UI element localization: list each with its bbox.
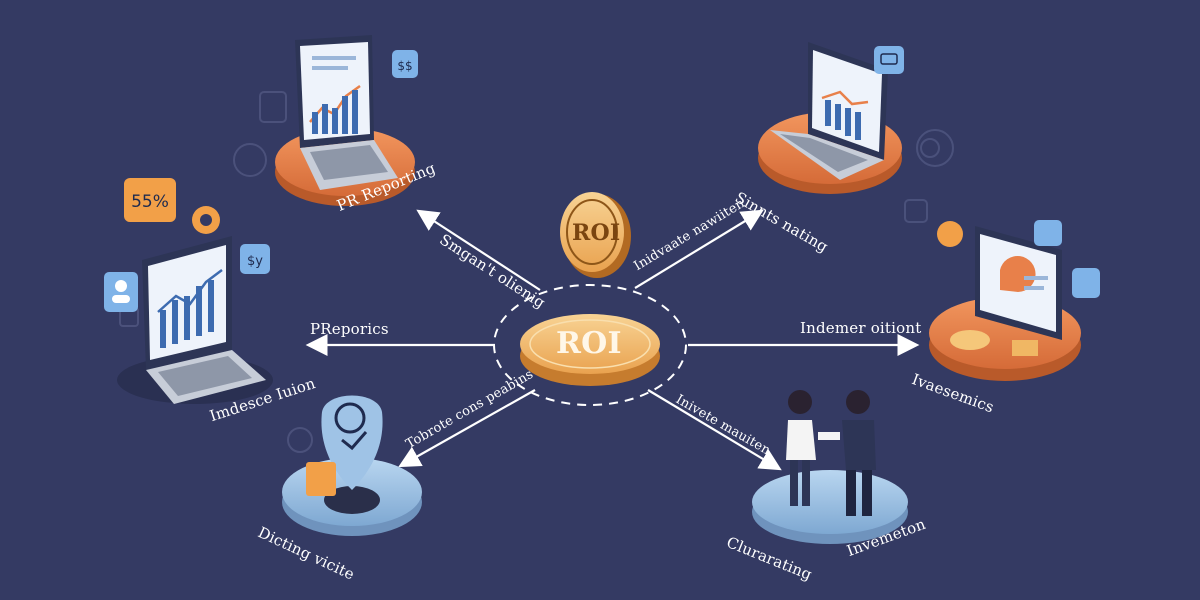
arrow-top-left (416, 209, 541, 291)
arrow-bottom-left (398, 389, 536, 468)
calculator-badge-icon (1072, 268, 1100, 298)
node-left-laptop: 55% $y (104, 178, 273, 404)
center-roi-label: ROI (556, 326, 622, 361)
chat-badge-icon (1034, 220, 1062, 246)
center-roi-coin (493, 284, 687, 406)
top-roi-coin (560, 192, 631, 278)
top-roi-label: ROI (572, 220, 621, 246)
arrow-top-right (634, 209, 764, 289)
arrow-bottom-right (647, 389, 782, 471)
arrow-label-right: Indemer oitiont (800, 319, 922, 337)
chat-badge-icon (874, 46, 904, 74)
node-right-monitor (929, 220, 1100, 381)
node-top-right-laptop (758, 42, 904, 194)
dollar-badge-icon (240, 244, 270, 274)
node-top-left-laptop: $$ (275, 35, 418, 206)
dollar-coin-icon (937, 221, 963, 247)
dollar-badge-icon (392, 50, 418, 78)
badge-dollar-a: $$ (397, 59, 412, 73)
node-bottom-right-people (752, 390, 908, 544)
percent-badge-icon (124, 178, 176, 222)
badge-dollar-b: $y (247, 254, 263, 269)
badge-percent: 55% (131, 192, 169, 212)
node-bottom-left-pin (282, 395, 422, 536)
arrow-label-left: PReporics (310, 320, 389, 338)
arrows (305, 209, 920, 471)
